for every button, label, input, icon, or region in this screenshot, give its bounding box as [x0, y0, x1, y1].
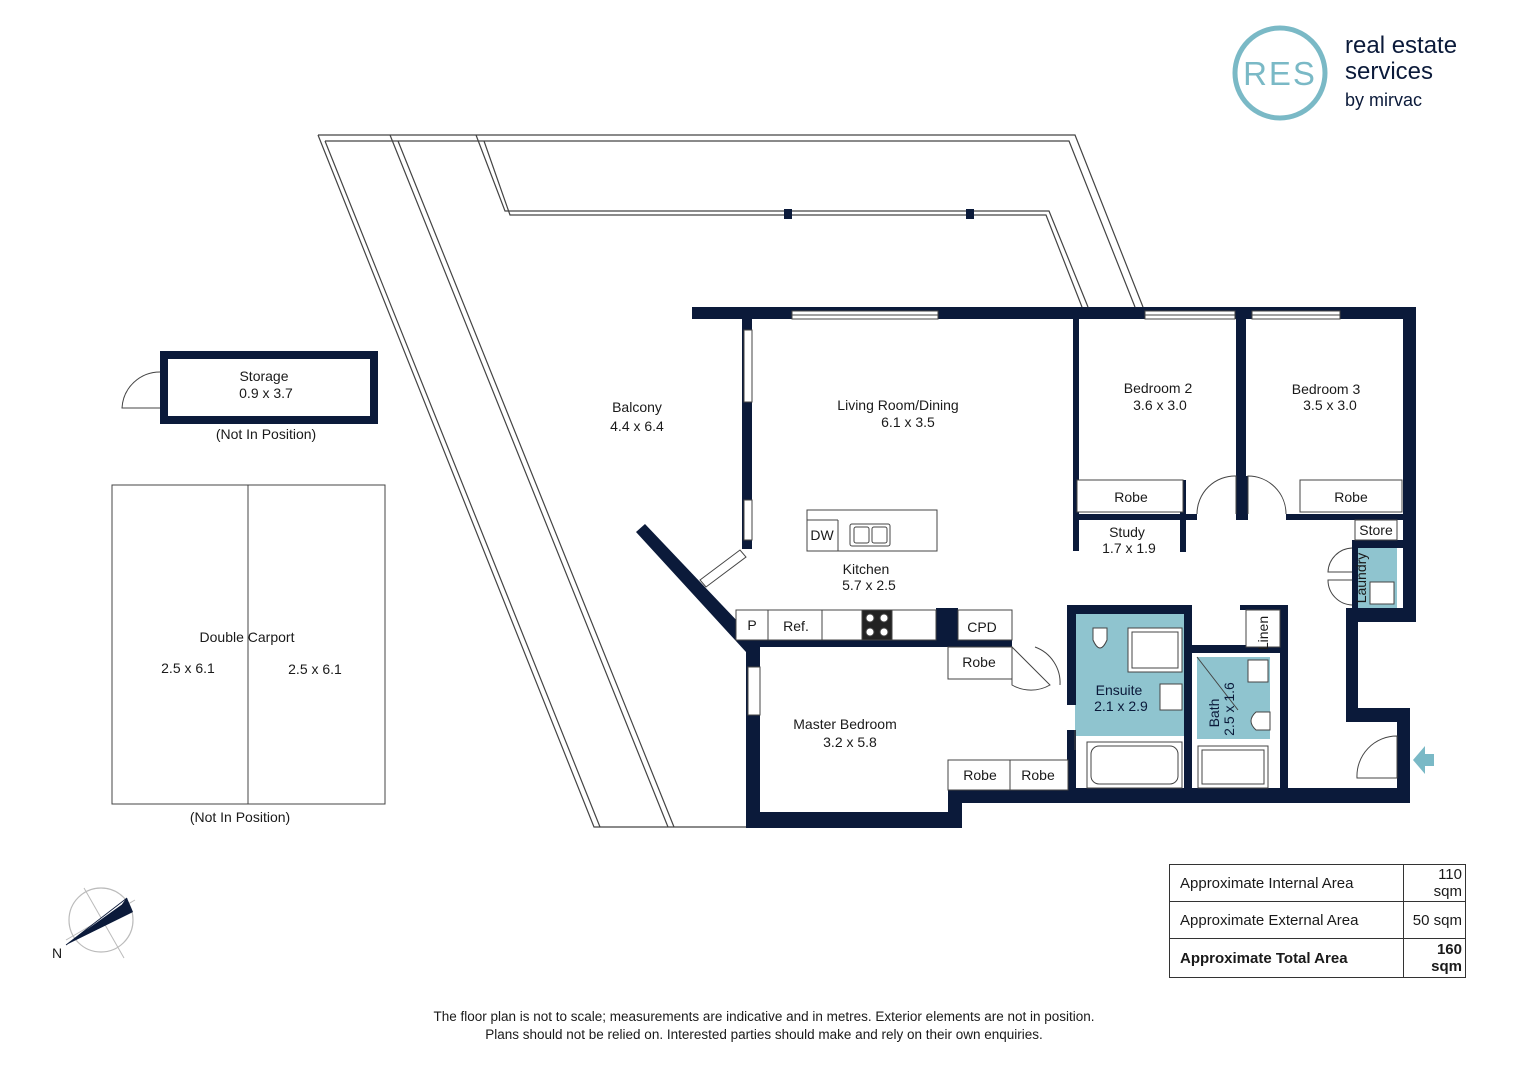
- fixture-labels: DW P Ref. CPD Robe Robe Robe Robe Robe S…: [747, 489, 1393, 783]
- disclaimer-line-1: The floor plan is not to scale; measurem…: [433, 1009, 1095, 1024]
- linen-label: Linen: [1255, 616, 1271, 650]
- brand-wordmark: real estate services by mirvac: [1345, 33, 1457, 113]
- total-area-label: Approximate Total Area: [1169, 938, 1404, 978]
- living-dims: 6.1 x 3.5: [881, 414, 935, 430]
- master-robe-right-label: Robe: [1021, 767, 1055, 783]
- study-dims: 1.7 x 1.9: [1102, 540, 1156, 556]
- external-area-value: 50 sqm: [1403, 901, 1466, 939]
- bedroom3-dims: 3.5 x 3.0: [1303, 397, 1357, 413]
- cpd-label: CPD: [967, 619, 997, 635]
- balcony-dims: 4.4 x 6.4: [610, 418, 664, 434]
- brand-line-2: services: [1345, 58, 1434, 85]
- external-area-label: Approximate External Area: [1169, 901, 1404, 939]
- entry-arrow-icon: [1413, 746, 1434, 774]
- internal-area-label: Approximate Internal Area: [1169, 864, 1404, 902]
- disclaimer-line-2: Plans should not be relied on. Intereste…: [485, 1027, 1043, 1042]
- dishwasher-label: DW: [810, 527, 834, 543]
- balcony-name: Balcony: [612, 399, 662, 415]
- pantry-label: P: [747, 617, 756, 633]
- master-bedroom-dims: 3.2 x 5.8: [823, 734, 877, 750]
- disclaimer: The floor plan is not to scale; measurem…: [300, 1008, 1228, 1044]
- compass-north-label: N: [52, 945, 62, 961]
- internal-area-value: 110 sqm: [1403, 864, 1466, 902]
- store-label: Store: [1359, 522, 1393, 538]
- bath-name: Bath: [1206, 699, 1222, 728]
- master-bedroom-name: Master Bedroom: [793, 716, 896, 732]
- storage-note: (Not In Position): [216, 426, 316, 442]
- study-name: Study: [1109, 524, 1145, 540]
- ensuite-dims: 2.1 x 2.9: [1094, 698, 1148, 714]
- bedroom2-name: Bedroom 2: [1124, 380, 1193, 396]
- bedroom2-dims: 3.6 x 3.0: [1133, 397, 1187, 413]
- brand-line-1: real estate: [1345, 32, 1458, 59]
- double-carport: [111, 484, 386, 805]
- living-name: Living Room/Dining: [837, 397, 958, 413]
- table-row: Approximate Internal Area 110 sqm: [1169, 864, 1466, 902]
- brand-line-3: by mirvac: [1345, 90, 1423, 110]
- carport-name: Double Carport: [200, 629, 295, 645]
- area-summary-table: Approximate Internal Area 110 sqm Approx…: [1169, 864, 1466, 978]
- table-row: Approximate Total Area 160 sqm: [1169, 938, 1466, 978]
- carport-dims-left: 2.5 x 6.1: [161, 660, 215, 676]
- res-logo: RES: [1232, 25, 1328, 121]
- windows: [699, 310, 1341, 716]
- table-row: Approximate External Area 50 sqm: [1169, 901, 1466, 939]
- bedroom2-robe-label: Robe: [1114, 489, 1148, 505]
- compass-icon: [65, 887, 136, 959]
- laundry-label: Laundry: [1353, 553, 1369, 604]
- logo-monogram: RES: [1243, 55, 1317, 92]
- storage-dims: 0.9 x 3.7: [239, 385, 293, 401]
- carport-dims-right: 2.5 x 6.1: [288, 661, 342, 677]
- carport-note: (Not In Position): [190, 809, 290, 825]
- bath-dims: 2.5 x 1.6: [1221, 682, 1237, 736]
- storage-name: Storage: [239, 368, 288, 384]
- sanitary-fixtures: [849, 523, 1395, 789]
- bedroom3-robe-label: Robe: [1334, 489, 1368, 505]
- kitchen-dims: 5.7 x 2.5: [842, 577, 896, 593]
- room-labels: Storage 0.9 x 3.7 (Not In Position) Balc…: [161, 368, 1360, 825]
- total-area-value: 160 sqm: [1403, 938, 1466, 978]
- storage-room: [121, 351, 378, 424]
- master-robe-label: Robe: [962, 654, 996, 670]
- balcony-outline: [317, 134, 1144, 828]
- doors: [1011, 475, 1398, 779]
- fridge-label: Ref.: [783, 618, 809, 634]
- master-robe-left-label: Robe: [963, 767, 997, 783]
- fixture-boxes: [735, 479, 1403, 791]
- bedroom3-name: Bedroom 3: [1292, 381, 1361, 397]
- kitchen-name: Kitchen: [843, 561, 890, 577]
- ensuite-name: Ensuite: [1096, 682, 1143, 698]
